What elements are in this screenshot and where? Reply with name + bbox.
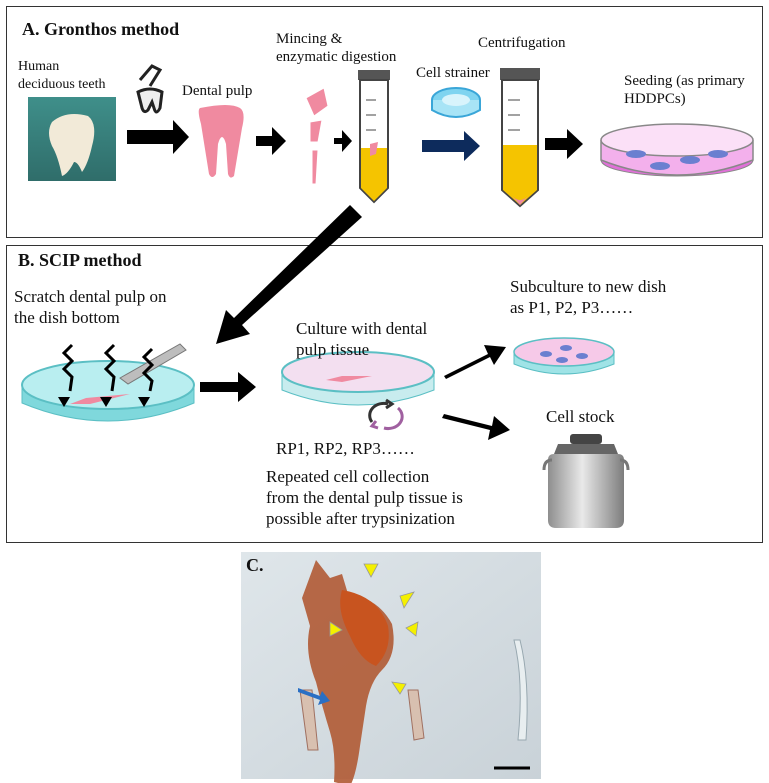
subculture-label: Subculture to new dish as P1, P2, P3……	[510, 277, 667, 317]
culture-dish	[281, 351, 435, 406]
micrograph	[241, 552, 541, 783]
subculture-dish	[513, 337, 615, 375]
repeated-label: Repeated cell collection from the dental…	[266, 467, 463, 528]
blue-arrow	[298, 688, 330, 705]
tooth-photo	[28, 97, 116, 181]
arrowhead-markers	[329, 563, 419, 695]
minced-pulp-icon	[305, 87, 329, 185]
panel-c-label: C.	[246, 555, 264, 575]
rp-label: RP1, RP2, RP3……	[276, 439, 415, 458]
seeding-label: Seeding (as primary HDDPCs)	[624, 73, 745, 107]
scratch-label: Scratch dental pulp on the dish bottom	[14, 287, 167, 327]
transfer-arrow	[216, 205, 362, 344]
arrows-panel-a	[127, 120, 583, 161]
cell-strainer-label: Cell strainer	[416, 65, 490, 81]
cell-strainer-icon	[431, 87, 481, 118]
scratch-arrowheads	[58, 397, 150, 407]
dental-pulp-icon	[198, 105, 244, 178]
panel-a-title: A. Gronthos method	[22, 19, 180, 39]
liquid-nitrogen-tank	[542, 434, 630, 528]
cell-stock-label: Cell stock	[546, 407, 615, 426]
scratch-zigzags	[61, 343, 155, 392]
arrow-to-subculture	[444, 345, 506, 379]
human-teeth-label: Human deciduous teeth	[18, 59, 106, 92]
panel-b-title: B. SCIP method	[18, 250, 142, 270]
arrow-to-culture	[200, 372, 256, 402]
centrifuge-tube-2	[500, 68, 540, 208]
primary-culture-dish	[600, 123, 754, 177]
centrifuge-tube-1	[358, 70, 390, 204]
centrifugation-label: Centrifugation	[478, 35, 566, 51]
dental-pulp-label: Dental pulp	[182, 83, 253, 99]
mincing-label: Mincing & enzymatic digestion	[276, 31, 397, 65]
extraction-icon	[136, 64, 164, 114]
arrow-to-stock	[442, 414, 510, 440]
culture-label: Culture with dental pulp tissue	[296, 319, 428, 359]
repeat-cycle-icon	[368, 398, 404, 431]
